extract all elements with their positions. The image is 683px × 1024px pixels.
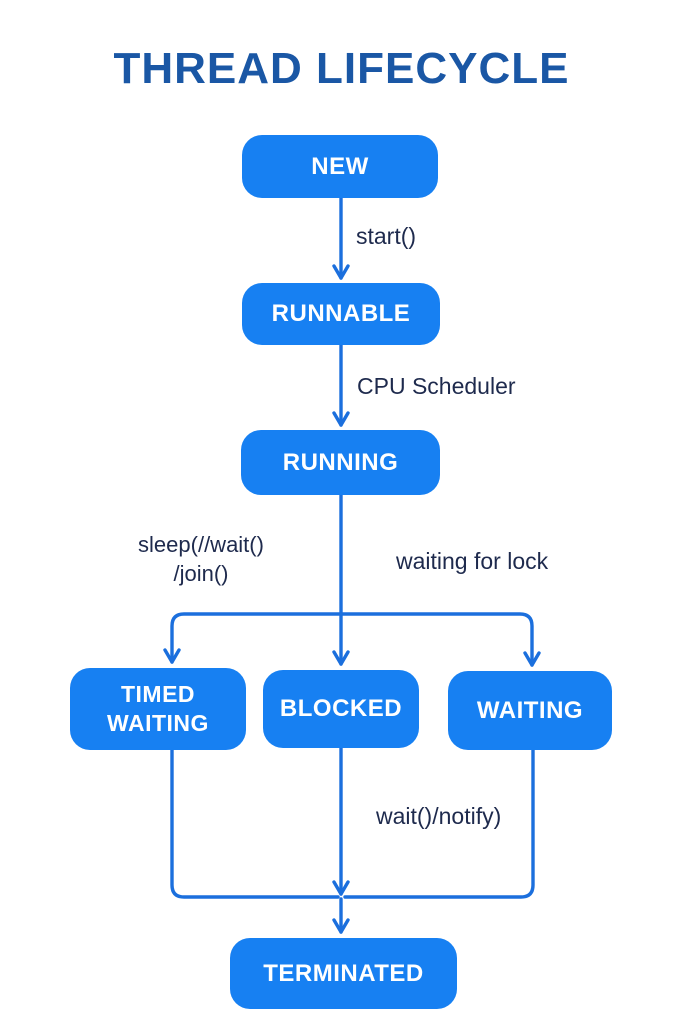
edge-label-start: start() [356,223,417,249]
node-runnable-label: RUNNABLE [271,300,411,327]
node-new: NEW [242,135,438,198]
node-blocked-label: BLOCKED [279,695,403,722]
node-terminated-label: TERMINATED [263,959,424,987]
node-runnable: RUNNABLE [242,283,440,345]
node-blocked: BLOCKED [263,670,419,748]
edge-running-waiting [339,612,541,667]
edge-label-sleep-wait-join: sleep(//wait() /join() [138,532,264,586]
node-running-label: RUNNING [282,448,399,476]
page-title: THREAD LIFECYCLE [113,44,570,93]
edge-label-cpu-scheduler: CPU Scheduler [357,373,516,399]
node-terminated: TERMINATED [230,938,457,1009]
edge-label-waiting-for-lock: waiting for lock [396,548,549,574]
node-timed-waiting-label: TIMED WAITING [107,681,209,736]
node-waiting-label: WAITING [476,696,584,724]
node-waiting: WAITING [448,671,612,750]
node-running: RUNNING [241,430,440,495]
node-timed-waiting: TIMED WAITING [70,668,246,750]
edge-running-timed-waiting [163,612,343,664]
edge-timed-waiting-merge [170,748,340,899]
node-new-label: NEW [311,152,369,180]
edge-label-wait-notify: wait()/notify) [376,803,502,829]
